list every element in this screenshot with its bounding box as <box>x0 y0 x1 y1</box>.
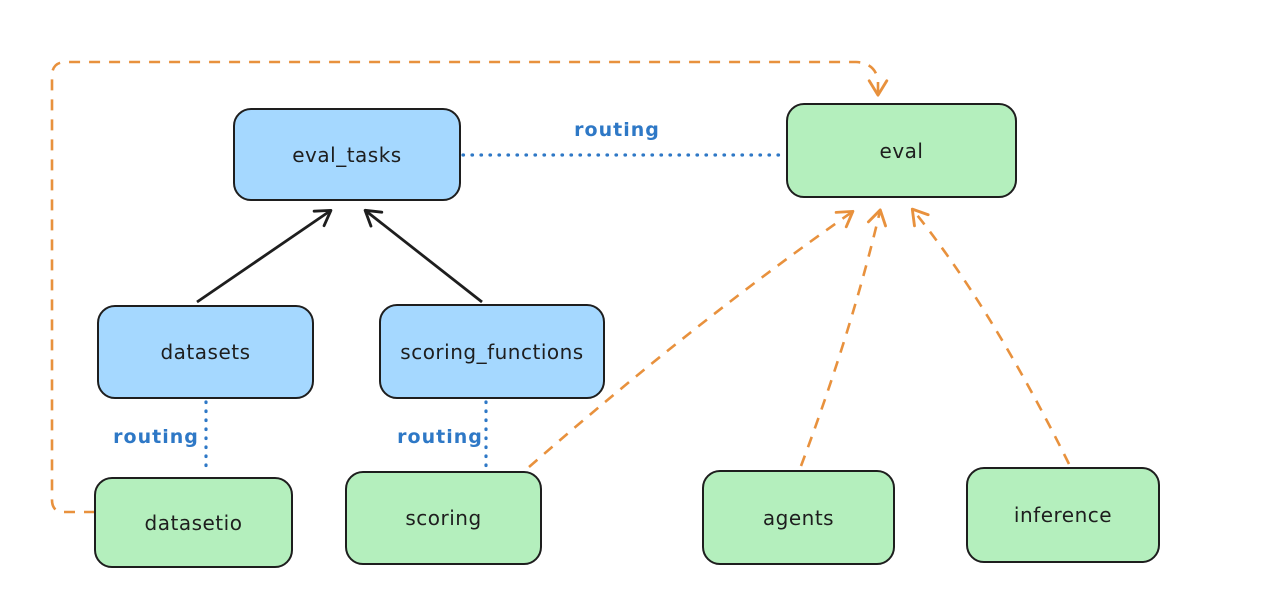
node-eval: eval <box>786 103 1017 198</box>
node-datasets-label: datasets <box>160 340 251 364</box>
edge-scoring-functions-to-eval-tasks-arrow <box>363 208 483 304</box>
node-agents: agents <box>702 470 895 565</box>
edge-label-routing-scoring-functions-scoring: routing <box>397 426 483 448</box>
node-inference: inference <box>966 467 1160 563</box>
node-eval-tasks-label: eval_tasks <box>292 142 402 167</box>
node-scoring-functions: scoring_functions <box>379 304 605 399</box>
node-inference-label: inference <box>1013 503 1113 527</box>
node-scoring: scoring <box>345 471 542 565</box>
edge-label-routing-eval-tasks-eval: routing <box>574 119 660 141</box>
node-eval-tasks: eval_tasks <box>233 108 461 201</box>
node-datasetio: datasetio <box>94 477 293 568</box>
edge-datasets-to-eval-tasks-arrow <box>196 208 333 304</box>
node-datasets: datasets <box>97 305 314 399</box>
node-datasetio-label: datasetio <box>144 510 243 535</box>
node-scoring-functions-label: scoring_functions <box>400 339 584 364</box>
edge-inference-to-eval-dashed-arrow <box>910 207 1071 465</box>
edge-datasetio-to-eval-dashed-arrow <box>50 60 889 514</box>
edge-agents-to-eval-dashed-arrow <box>799 208 887 467</box>
node-scoring-label: scoring <box>405 506 482 530</box>
edge-label-routing-datasets-datasetio: routing <box>113 426 199 448</box>
node-agents-label: agents <box>762 505 835 530</box>
node-eval-label: eval <box>879 138 924 163</box>
